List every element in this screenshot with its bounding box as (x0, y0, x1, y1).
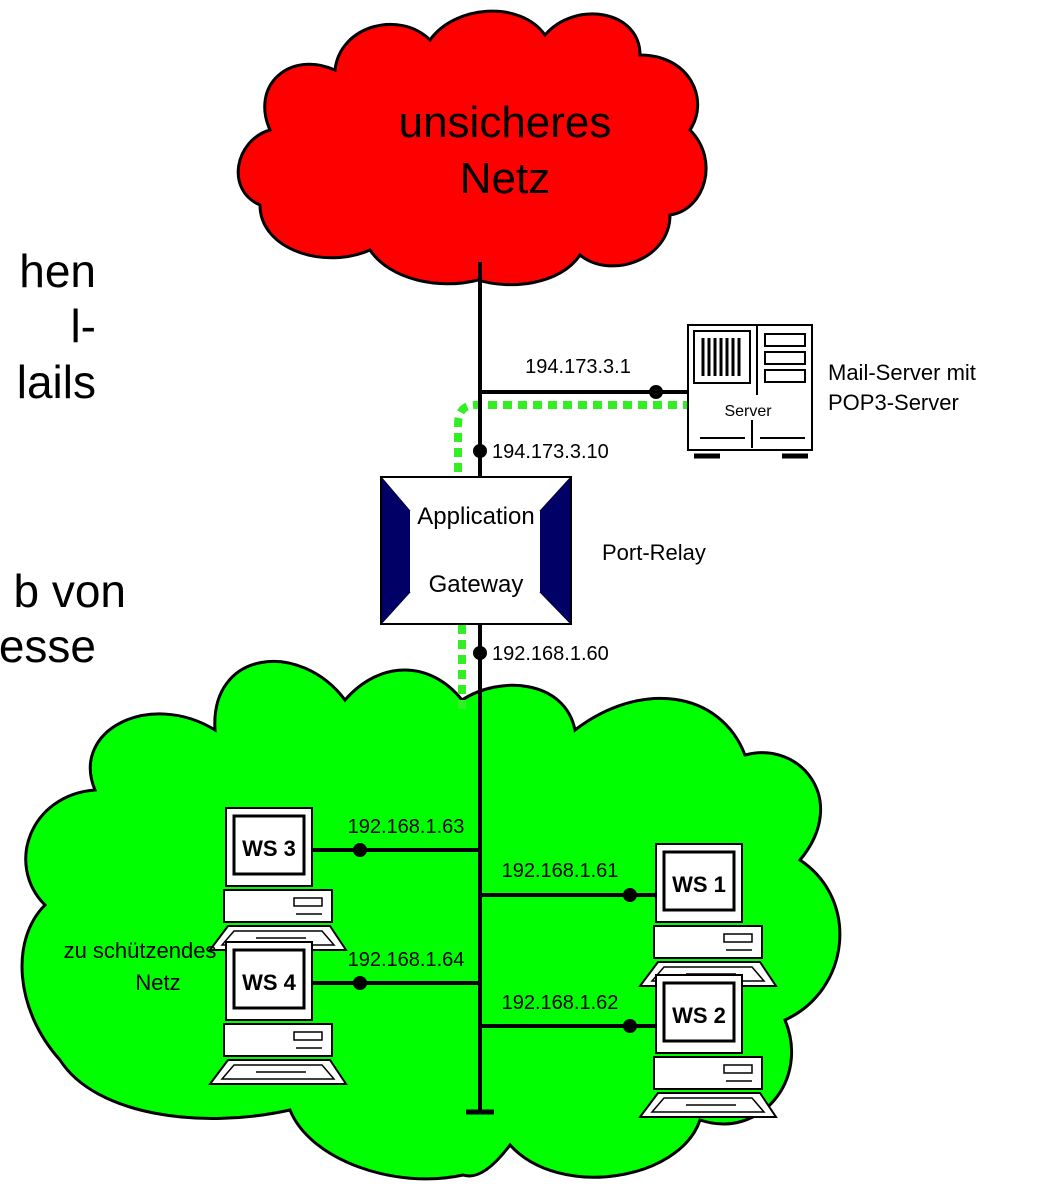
left-text-line-3: lails (17, 356, 96, 408)
left-text-line-4: b von (13, 565, 126, 617)
insecure-network-label-2: Netz (460, 154, 550, 203)
server-caption-2: POP3-Server (828, 390, 959, 415)
mail-server (687, 324, 813, 459)
server-caption-1: Mail-Server mit (828, 360, 976, 385)
left-text-line-2: l- (70, 300, 96, 352)
gateway-inner-dot (473, 646, 487, 660)
gateway-outer-dot (473, 444, 487, 458)
ws4-dot (353, 976, 367, 990)
gateway-caption: Port-Relay (602, 540, 706, 565)
server-label: Server (724, 403, 772, 420)
ws3-label: WS 3 (242, 836, 296, 861)
ws3-dot (353, 843, 367, 857)
gateway-inner-ip: 192.168.1.60 (492, 643, 609, 665)
ws1-label: WS 1 (672, 872, 726, 897)
ws2-label: WS 2 (672, 1003, 726, 1028)
protected-network-label-2: Netz (135, 970, 180, 995)
ws2-ip: 192.168.1.62 (502, 992, 619, 1014)
ws3-ip: 192.168.1.63 (348, 816, 465, 838)
server-ip-dot (649, 385, 663, 399)
ws1-ip: 192.168.1.61 (502, 860, 619, 882)
gateway-outer-ip: 194.173.3.10 (492, 441, 609, 463)
server-ip: 194.173.3.1 (525, 356, 631, 378)
application-gateway (379, 476, 573, 625)
ws4-ip: 192.168.1.64 (348, 949, 465, 971)
left-text-line-5: esse (0, 620, 96, 672)
ws2-dot (623, 1019, 637, 1033)
protected-network-label-1: zu schützendes (64, 938, 217, 963)
insecure-network-cloud (236, 9, 708, 287)
ws4-label: WS 4 (242, 970, 297, 995)
gateway-label-1: Application (417, 503, 534, 530)
relay-path (454, 401, 692, 710)
ws1-dot (623, 888, 637, 902)
gateway-label-2: Gateway (429, 571, 524, 598)
insecure-network-label-1: unsicheres (399, 98, 612, 147)
left-text-line-1: hen (19, 245, 96, 297)
